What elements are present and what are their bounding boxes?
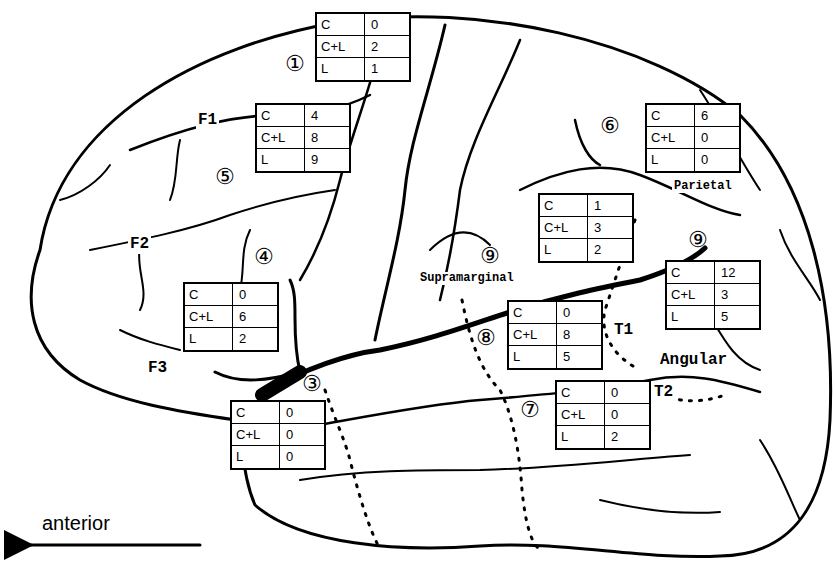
table-header: L bbox=[317, 58, 365, 80]
table-header: C bbox=[540, 195, 588, 217]
table-value: 0 bbox=[695, 127, 739, 149]
table-header: L bbox=[232, 446, 280, 468]
table-header: C+L bbox=[232, 424, 280, 446]
region-label: T2 bbox=[652, 384, 675, 402]
table-value: 0 bbox=[605, 382, 649, 404]
table-value: 8 bbox=[305, 127, 349, 149]
table-value: 2 bbox=[588, 239, 632, 261]
table-header: C+L bbox=[509, 324, 557, 346]
count-table: C12C+L3L5 bbox=[665, 260, 761, 330]
table-header: L bbox=[509, 346, 557, 368]
table-header: C+L bbox=[667, 284, 715, 306]
region-label: F3 bbox=[146, 360, 169, 378]
table-value: 2 bbox=[605, 426, 649, 448]
table-header: L bbox=[540, 239, 588, 261]
table-value: 6 bbox=[695, 105, 739, 127]
table-value: 0 bbox=[605, 404, 649, 426]
callout-number: ⑦ bbox=[518, 398, 542, 422]
table-header: L bbox=[667, 306, 715, 328]
region-label: Parietal bbox=[672, 180, 734, 193]
table-value: 5 bbox=[715, 306, 759, 328]
table-value: 3 bbox=[588, 217, 632, 239]
table-value: 12 bbox=[715, 262, 759, 284]
table-header: C bbox=[232, 402, 280, 424]
table-value: 6 bbox=[233, 306, 277, 328]
region-label: F1 bbox=[196, 112, 219, 130]
table-value: 1 bbox=[365, 58, 409, 80]
table-value: 0 bbox=[557, 302, 601, 324]
table-header: C bbox=[557, 382, 605, 404]
table-value: 5 bbox=[557, 346, 601, 368]
table-header: C bbox=[509, 302, 557, 324]
table-value: 0 bbox=[280, 424, 324, 446]
region-label: Angular bbox=[658, 352, 729, 370]
table-value: 0 bbox=[365, 14, 409, 36]
table-value: 0 bbox=[280, 402, 324, 424]
callout-number: ④ bbox=[252, 245, 276, 269]
count-table: C0C+L0L0 bbox=[230, 400, 326, 470]
table-header: C bbox=[257, 105, 305, 127]
table-header: C+L bbox=[540, 217, 588, 239]
table-header: C+L bbox=[317, 36, 365, 58]
count-table: C0C+L2L1 bbox=[315, 12, 411, 82]
table-value: 8 bbox=[557, 324, 601, 346]
table-header: L bbox=[185, 328, 233, 350]
table-header: C bbox=[185, 284, 233, 306]
region-label: Supramarginal bbox=[418, 272, 516, 285]
table-value: 1 bbox=[588, 195, 632, 217]
table-value: 9 bbox=[305, 149, 349, 171]
table-header: C+L bbox=[647, 127, 695, 149]
count-table: C6C+L0L0 bbox=[645, 103, 741, 173]
table-header: L bbox=[647, 149, 695, 171]
region-label: T1 bbox=[612, 322, 635, 340]
table-header: C+L bbox=[185, 306, 233, 328]
table-value: 0 bbox=[233, 284, 277, 306]
table-value: 3 bbox=[715, 284, 759, 306]
table-value: 0 bbox=[695, 149, 739, 171]
table-header: C+L bbox=[257, 127, 305, 149]
callout-number: ⑨ bbox=[478, 244, 502, 268]
table-header: C bbox=[317, 14, 365, 36]
table-value: 2 bbox=[233, 328, 277, 350]
table-header: C bbox=[647, 105, 695, 127]
table-header: L bbox=[257, 149, 305, 171]
table-header: C bbox=[667, 262, 715, 284]
callout-number: ① bbox=[283, 52, 307, 76]
table-header: C+L bbox=[557, 404, 605, 426]
table-value: 0 bbox=[280, 446, 324, 468]
count-table: C0C+L0L2 bbox=[555, 380, 651, 450]
count-table: C0C+L8L5 bbox=[507, 300, 603, 370]
count-table: C1C+L3L2 bbox=[538, 193, 634, 263]
table-value: 4 bbox=[305, 105, 349, 127]
table-header: L bbox=[557, 426, 605, 448]
callout-number: ⑨ bbox=[686, 228, 710, 252]
callout-number: ⑧ bbox=[474, 326, 498, 350]
callout-number: ⑤ bbox=[213, 165, 237, 189]
direction-label: anterior bbox=[40, 512, 112, 534]
count-table: C4C+L8L9 bbox=[255, 103, 351, 173]
table-value: 2 bbox=[365, 36, 409, 58]
callout-number: ③ bbox=[300, 372, 324, 396]
region-label: F2 bbox=[128, 236, 151, 254]
count-table: C0C+L6L2 bbox=[183, 282, 279, 352]
callout-number: ⑥ bbox=[598, 114, 622, 138]
